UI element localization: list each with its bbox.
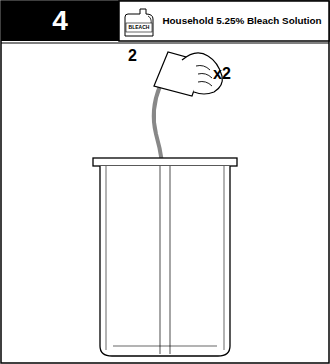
tube [93, 158, 237, 356]
step-number-box: 4 [1, 1, 119, 41]
step-number: 4 [52, 5, 68, 37]
bottle-icon [125, 9, 153, 36]
header-box: Household 5.25% Bleach Solution [156, 3, 328, 39]
header-text: Household 5.25% Bleach Solution [162, 15, 321, 26]
hand [154, 52, 222, 96]
bottle-label: BLEACH [129, 25, 150, 30]
multiplier-label: x2 [213, 66, 231, 82]
callout-number: 2 [128, 48, 137, 64]
